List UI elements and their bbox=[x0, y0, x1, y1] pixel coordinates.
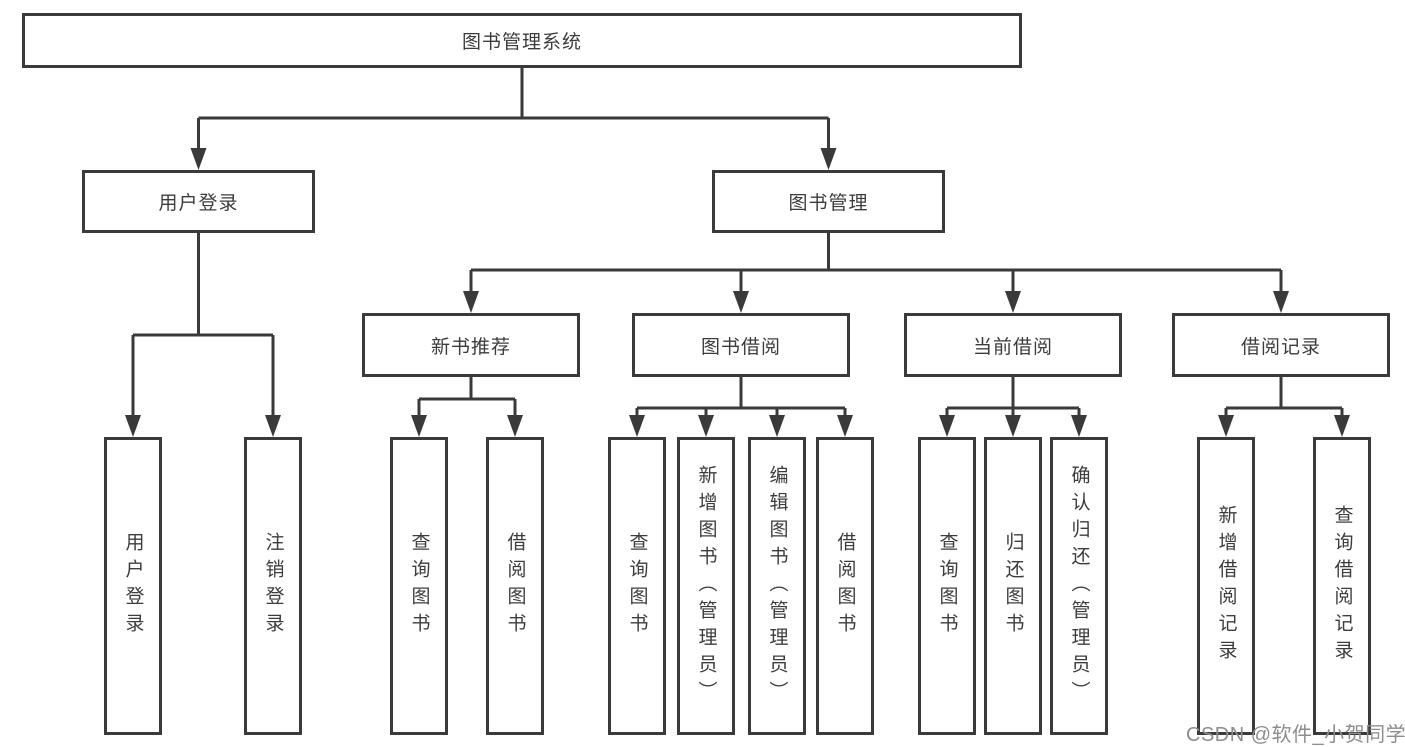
leaf-query-book-3-label: 查询图书 bbox=[936, 532, 958, 640]
node-new-book-recommend: 新书推荐 bbox=[362, 313, 580, 377]
leaf-return-book-label: 归还图书 bbox=[1002, 532, 1024, 640]
leaf-return-book: 归还图书 bbox=[984, 437, 1042, 735]
leaf-query-borrow-record-label: 查询借阅记录 bbox=[1331, 505, 1353, 667]
leaf-edit-book-admin-label: 编辑图书（管理员） bbox=[766, 464, 788, 708]
leaf-add-borrow-record-label: 新增借阅记录 bbox=[1215, 505, 1237, 667]
node-borrow-records: 借阅记录 bbox=[1172, 313, 1390, 377]
leaf-borrow-book-1-label: 借阅图书 bbox=[504, 532, 526, 640]
leaf-query-book-2-label: 查询图书 bbox=[626, 532, 648, 640]
leaf-add-book-admin: 新增图书（管理员） bbox=[677, 437, 735, 735]
leaf-add-borrow-record: 新增借阅记录 bbox=[1197, 437, 1255, 735]
node-current-borrow: 当前借阅 bbox=[904, 313, 1122, 377]
leaf-logout: 注销登录 bbox=[244, 437, 302, 735]
leaf-query-book-1: 查询图书 bbox=[390, 437, 448, 735]
leaf-borrow-book-1: 借阅图书 bbox=[486, 437, 544, 735]
node-book-management: 图书管理 bbox=[712, 170, 945, 233]
node-user-login: 用户登录 bbox=[82, 170, 315, 233]
csdn-watermark: CSDN @软件_小贺同学 bbox=[1186, 724, 1405, 746]
leaf-logout-label: 注销登录 bbox=[262, 532, 284, 640]
leaf-user-login-label: 用户登录 bbox=[122, 532, 144, 640]
leaf-query-borrow-record: 查询借阅记录 bbox=[1313, 437, 1371, 735]
leaf-query-book-1-label: 查询图书 bbox=[408, 532, 430, 640]
leaf-confirm-return-admin: 确认归还（管理员） bbox=[1050, 437, 1108, 735]
node-root-library-system: 图书管理系统 bbox=[22, 13, 1022, 68]
leaf-query-book-2: 查询图书 bbox=[608, 437, 666, 735]
leaf-borrow-book-2: 借阅图书 bbox=[816, 437, 874, 735]
leaf-user-login: 用户登录 bbox=[104, 437, 162, 735]
leaf-edit-book-admin: 编辑图书（管理员） bbox=[748, 437, 806, 735]
leaf-query-book-3: 查询图书 bbox=[918, 437, 976, 735]
leaf-confirm-return-admin-label: 确认归还（管理员） bbox=[1068, 464, 1090, 708]
leaf-borrow-book-2-label: 借阅图书 bbox=[834, 532, 856, 640]
leaf-add-book-admin-label: 新增图书（管理员） bbox=[695, 464, 717, 708]
node-book-borrow: 图书借阅 bbox=[632, 313, 850, 377]
